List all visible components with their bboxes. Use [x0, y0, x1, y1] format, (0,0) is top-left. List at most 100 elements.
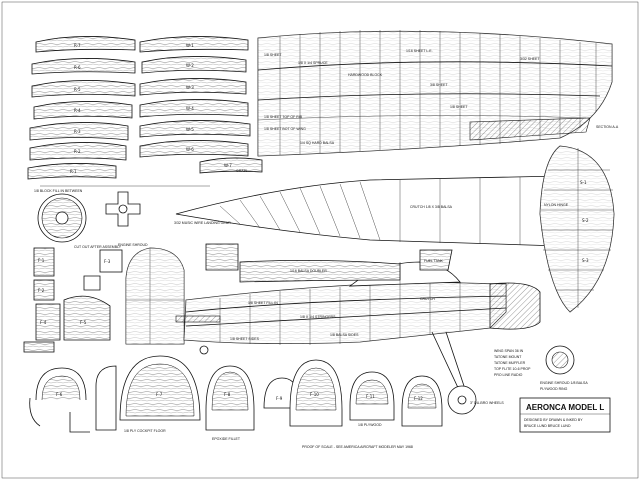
- crutch-note: CRUTCH 1/8 X 3/8 BALSA: [410, 205, 453, 209]
- shroud-note: ENGINE SHROUD 1/8 BALSA: [540, 381, 588, 385]
- rib-R5: [31, 80, 136, 98]
- wing-note: 3/32 SHEET: [520, 57, 540, 61]
- wing-note: 1/8 SHEET TOP OF RIB: [264, 115, 303, 119]
- former-note: 1/8 PLY COCKPIT FLOOR: [124, 429, 166, 433]
- tail-label: S-2: [582, 218, 589, 223]
- rib-W5: [139, 120, 251, 138]
- rib-label: W-2: [186, 63, 194, 68]
- former-note: EPOXIDE FILLET: [212, 437, 241, 441]
- rib-W1: [139, 36, 249, 53]
- aileron: [469, 117, 591, 141]
- part-f2: [33, 279, 55, 301]
- tail-label: S-3: [582, 258, 589, 263]
- rib-label: W-4: [186, 106, 194, 111]
- rib-label: R-3: [74, 129, 81, 134]
- grain-label: GRAIN: [236, 169, 248, 173]
- former-label: F-9: [276, 396, 283, 401]
- former-label: F-2: [38, 288, 45, 293]
- former-label: F-10: [310, 392, 319, 397]
- rib-label: W-6: [186, 147, 194, 152]
- section-label: SECTION A-A: [596, 125, 619, 129]
- rib-W6: [139, 140, 249, 158]
- part-f6: [83, 275, 101, 291]
- cowl-ring: [37, 193, 87, 243]
- part-f1: [33, 247, 55, 277]
- rib-label: W-5: [186, 127, 194, 132]
- rib-R1: [27, 163, 117, 180]
- former-label: F-6: [56, 392, 63, 397]
- engine-cowl: [489, 282, 541, 330]
- rib-W7: [199, 157, 263, 174]
- spec-note: WING SPAN 36 IN TATONE MOUNT TATONE MUFF…: [494, 349, 531, 377]
- former-label: F-4: [40, 320, 47, 325]
- crutch-outline: [175, 175, 561, 247]
- stabilizer-plan: S-1 S-2 S-3 NYLON HINGE: [539, 145, 615, 313]
- spec-line: TOP FLITE 10-6 PROP: [494, 367, 531, 371]
- spec-line: TATONE MOUNT: [494, 355, 522, 359]
- former-label: F-7: [156, 392, 163, 397]
- former-label: F-3: [104, 259, 111, 264]
- part-f5: [63, 295, 111, 341]
- former-label: F-11: [366, 394, 375, 399]
- proof-note: PROOF OF SCALE - SEE AMERICA AIRCRAFT MO…: [302, 445, 413, 449]
- tail-label: S-1: [580, 180, 587, 185]
- rib-R3: [29, 122, 129, 141]
- wing-trailing-spar: [257, 115, 587, 121]
- shroud-note: PLYWOOD RING: [540, 387, 568, 391]
- former-label: F-5: [80, 320, 87, 325]
- rib-W2: [141, 56, 247, 74]
- wing-note: 1/4 SQ HARD BALSA: [300, 141, 335, 145]
- part-f7: [205, 243, 239, 271]
- rib-label: R-6: [74, 65, 81, 70]
- designer-line: DESIGNED BY DRAWN & INKED BY: [524, 418, 583, 422]
- fuselage-note: CRUTCH: [420, 297, 435, 301]
- parts-note: CUT OUT AFTER ASSEMBLY: [74, 245, 122, 249]
- former-label: F-12: [414, 396, 423, 401]
- former-label: F-8: [224, 392, 231, 397]
- parts-note: ENGINE SHROUD: [118, 243, 148, 247]
- wing-note: 3/8 SHEET: [430, 83, 448, 87]
- rib-R4: [33, 101, 133, 120]
- wing-plan: 1/8 SHEET 1/8 SHEET TOP OF RIB 1/8 SHEET…: [257, 30, 619, 157]
- part-f3: [99, 249, 123, 273]
- rib-R7: [35, 36, 136, 53]
- wing-note: 1/8 X 1/4 SPRUCE: [298, 61, 328, 65]
- rib-W3: [139, 78, 247, 96]
- rib-label: R-2: [74, 149, 81, 154]
- wing-ribs-group: R-7 R-6 R-5 R-4 R-3 R-2 R-1 W-1 W-2 W-3 …: [27, 36, 263, 180]
- wing-note: 1/8 SHEET: [264, 53, 282, 57]
- fuselage-note: 1/8 X 1/4 STRINGERS: [300, 315, 336, 319]
- former-label: F-1: [38, 258, 45, 263]
- fuselage-side: 1/8 SHEET FILL IN 1/8 X 1/4 STRINGERS 1/…: [175, 261, 541, 415]
- plan-title: AERONCA MODEL L: [526, 403, 604, 412]
- bottom-formers: F-6 F-7 F-8 F-9 F-10 F-11 F-12 1/8 PLY C…: [23, 341, 443, 441]
- fin-rudder: [125, 247, 185, 345]
- part-f4: [35, 303, 61, 341]
- former-note: 1/8 PLYWOOD: [358, 423, 382, 427]
- doubler-note: 1/16 BALSA DOUBLER: [290, 269, 327, 273]
- wing-note: HARDWOOD BLOCK: [348, 73, 383, 77]
- wheel-note: 3" DU-BRO WHEELS: [470, 401, 504, 405]
- spec-line: WING SPAN 36 IN: [494, 349, 524, 353]
- title-block: AERONCA MODEL L DESIGNED BY DRAWN & INKE…: [519, 397, 611, 433]
- designer-name: BRUCE LUND BRUCE LUND: [524, 424, 571, 428]
- fuselage-note: 1/8 SHEET SIDES: [230, 337, 260, 341]
- parts-note: 1/8 BLOCK FILL IN BETWEEN: [34, 189, 83, 193]
- firewall-star: [105, 191, 141, 227]
- wing-spar-front: [257, 61, 613, 71]
- spec-line: PRO LINE RADIO: [494, 373, 523, 377]
- wing-spar-rear: [257, 93, 601, 101]
- wing-note: 1/16 SHEET L.E.: [406, 49, 433, 53]
- wing-note: 1/8 SHEET: [450, 105, 468, 109]
- rib-W4: [139, 99, 249, 118]
- rib-label: W-3: [186, 85, 194, 90]
- rib-label: W-1: [186, 43, 194, 48]
- rib-label: R-4: [74, 108, 81, 113]
- fuselage-note: 1/8 SHEET FILL IN: [248, 301, 278, 305]
- rib-R2: [29, 142, 127, 161]
- hinge-note: NYLON HINGE: [544, 203, 569, 207]
- spec-line: TATONE MUFFLER: [494, 361, 526, 365]
- rib-label: R-1: [70, 169, 77, 174]
- rib-label: W-7: [224, 163, 232, 168]
